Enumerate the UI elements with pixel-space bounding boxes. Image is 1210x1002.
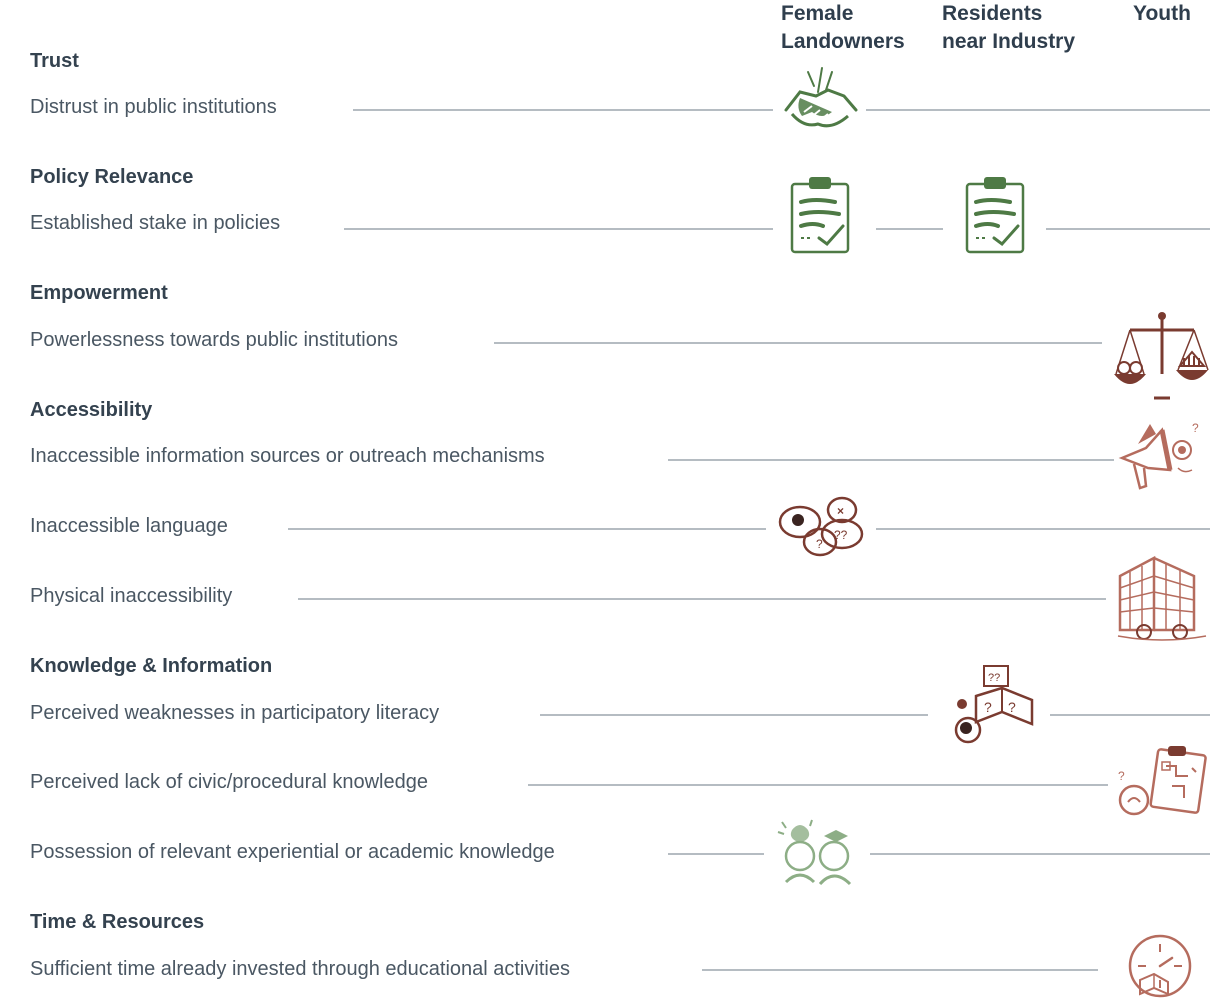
row-connector-line (288, 528, 766, 530)
row-label-inaccessible-language: Inaccessible language (30, 515, 228, 537)
row-connector-line (668, 459, 1114, 461)
column-header-line2: near Industry (942, 30, 1076, 53)
row-label-inaccessible-info: Inaccessible information sources or outr… (30, 445, 545, 467)
column-header-residents-near-industry: Residents near Industry (942, 0, 1075, 56)
confused-book-icon: ? ? ?? (946, 660, 1046, 746)
row-connector-line (1050, 714, 1210, 716)
row-label-distrust: Distrust in public institutions (30, 96, 277, 118)
section-title-trust: Trust (30, 50, 79, 72)
svg-text:?: ? (1192, 421, 1199, 435)
section-title-policy-relevance: Policy Relevance (30, 166, 194, 188)
speech-bubbles-icon: × ?? ? (776, 494, 866, 558)
building-icon (1114, 548, 1210, 644)
section-title-knowledge-information: Knowledge & Information (30, 655, 273, 677)
column-header-youth: Youth (1133, 0, 1191, 28)
row-connector-line (876, 228, 943, 230)
ideas-people-icon (772, 812, 868, 894)
svg-text:?: ? (1008, 699, 1016, 715)
row-connector-line (353, 109, 773, 111)
column-header-line1: Female (781, 2, 854, 25)
svg-text:??: ?? (834, 528, 848, 542)
row-label-powerlessness: Powerlessness towards public institution… (30, 329, 398, 351)
row-label-participatory-literacy: Perceived weaknesses in participatory li… (30, 702, 440, 724)
row-connector-line (1046, 228, 1210, 230)
row-label-civic-knowledge: Perceived lack of civic/procedural knowl… (30, 771, 428, 793)
svg-text:??: ?? (988, 672, 1000, 684)
row-connector-line (866, 109, 1210, 111)
clipboard-check-icon (789, 174, 853, 256)
row-label-stake: Established stake in policies (30, 212, 281, 234)
svg-text:?: ? (984, 699, 992, 715)
scale-institution-icon (1112, 308, 1210, 402)
megaphone-confusion-icon: ? (1116, 418, 1206, 494)
svg-text:?: ? (1118, 769, 1125, 783)
row-connector-line (344, 228, 773, 230)
row-label-experiential-knowledge: Possession of relevant experiential or a… (30, 841, 555, 863)
column-header-line1: Youth (1133, 2, 1191, 25)
svg-text:×: × (837, 504, 844, 518)
clock-book-icon (1124, 928, 1198, 1002)
row-connector-line (876, 528, 1210, 530)
clipboard-check-icon (964, 174, 1028, 256)
row-connector-line (494, 342, 1102, 344)
row-connector-line (870, 853, 1210, 855)
column-header-line1: Residents (942, 2, 1043, 25)
row-connector-line (702, 969, 1098, 971)
svg-text:?: ? (816, 537, 823, 551)
column-header-female-landowners: Female Landowners (781, 0, 905, 56)
row-label-time-invested: Sufficient time already invested through… (30, 958, 570, 980)
column-header-line2: Landowners (781, 30, 905, 53)
row-connector-line (540, 714, 928, 716)
handshake-icon (778, 62, 864, 138)
row-connector-line (298, 598, 1106, 600)
section-title-time-resources: Time & Resources (30, 911, 205, 933)
clipboard-flowchart-icon: ? (1112, 742, 1208, 822)
row-label-physical-inaccessibility: Physical inaccessibility (30, 585, 233, 607)
section-title-empowerment: Empowerment (30, 282, 168, 304)
row-connector-line (528, 784, 1108, 786)
row-connector-line (668, 853, 764, 855)
section-title-accessibility: Accessibility (30, 399, 153, 421)
